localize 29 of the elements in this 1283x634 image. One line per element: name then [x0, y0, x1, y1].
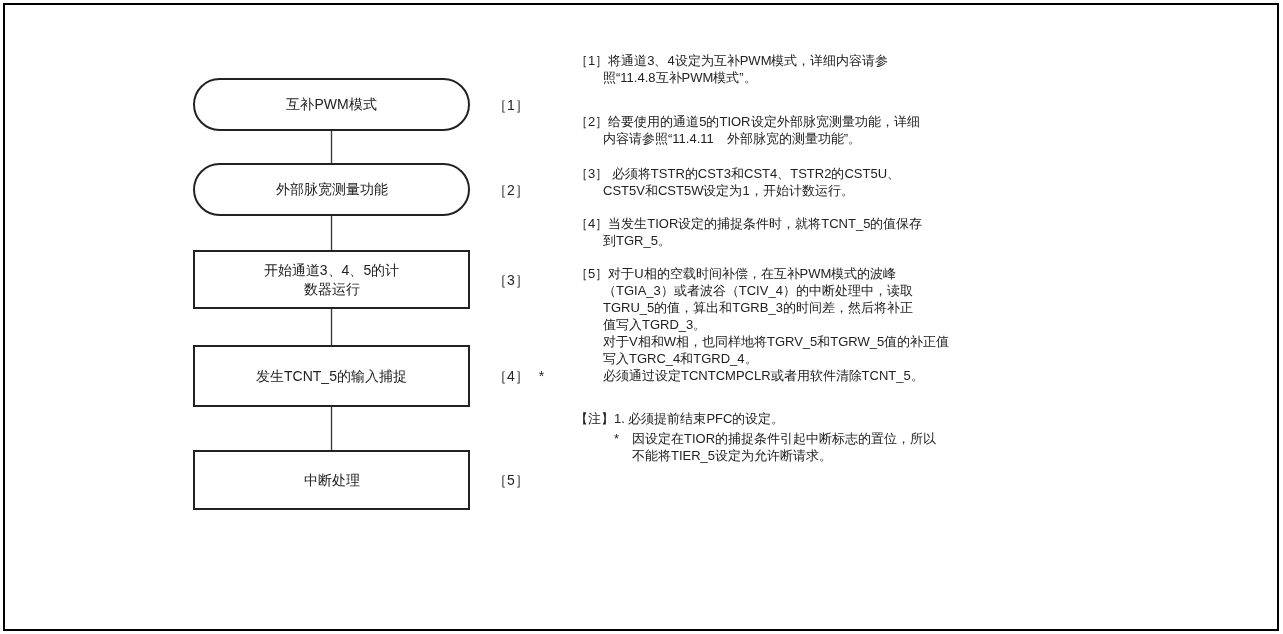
process-box — [193, 345, 470, 407]
step-number: ［3］ — [493, 270, 529, 290]
note-text: * 因设定在TIOR的捕捉条件引起中断标志的置位，所以不能将TIER_5设定为允许断请求。 — [614, 430, 938, 464]
connector-line — [330, 406, 333, 451]
step-number: ［4］ — [493, 367, 529, 386]
note-text: 【注】1. 必须提前结束PFC的设定。 — [575, 410, 786, 427]
connector-line — [330, 130, 333, 164]
terminal-shape — [193, 163, 470, 216]
node-text: 发生TCNT_5的输入捕捉 — [256, 366, 407, 386]
step-number: ［2］ — [493, 180, 529, 200]
note-text: 对于V相和W相，也同样地将TGRV_5和TGRW_5值的补正值写入TGRC_4和TGRD_4。 — [603, 333, 951, 367]
node-text: 中断处理 — [303, 470, 360, 490]
note-text: ［4］当发生TIOR设定的捕捉条件时，就将TCNT_5的值保存到TGR_5。 — [575, 215, 924, 249]
note-text: ［3］ 必须将TSTR的CST3和CST4、TSTR2的CST5U、CST5V和CST5W设定为1，开始计数运行。 — [575, 165, 902, 199]
step-number: ［5］ — [493, 471, 529, 490]
process-box — [193, 450, 470, 510]
note-text: ［5］对于U相的空载时间补偿，在互补PWM模式的波峰（TGIA_3）或者波谷（TCIV_4）的中断处理中，读取TGRU_5的值，算出和TGRB_3的时间差，然后将补正值写入TGRD_3。 — [575, 265, 914, 333]
terminal-shape — [193, 78, 470, 131]
connector-line — [330, 308, 333, 346]
step-number: ［1］ — [493, 95, 529, 115]
note-text: ［2］给要使用的通道5的TIOR设定外部脉宽测量功能，详细内容请参照“11.4.11 外部脉宽的测量功能”。 — [575, 113, 921, 147]
note-text: 必须通过设定TCNTCMPCLR或者用软件清除TCNT_5。 — [603, 367, 925, 384]
node-text: 开始通道3、4、5的计数器运行 — [262, 260, 401, 299]
note-text: ［1］将通道3、4设定为互补PWM模式，详细内容请参照“11.4.8互补PWM模式”。 — [575, 52, 890, 86]
node-text: 互补PWM模式 — [286, 95, 377, 114]
process-box — [193, 250, 470, 309]
connector-line — [330, 215, 333, 251]
step-number: * — [538, 367, 545, 386]
node-text: 外部脉宽测量功能 — [275, 180, 388, 199]
